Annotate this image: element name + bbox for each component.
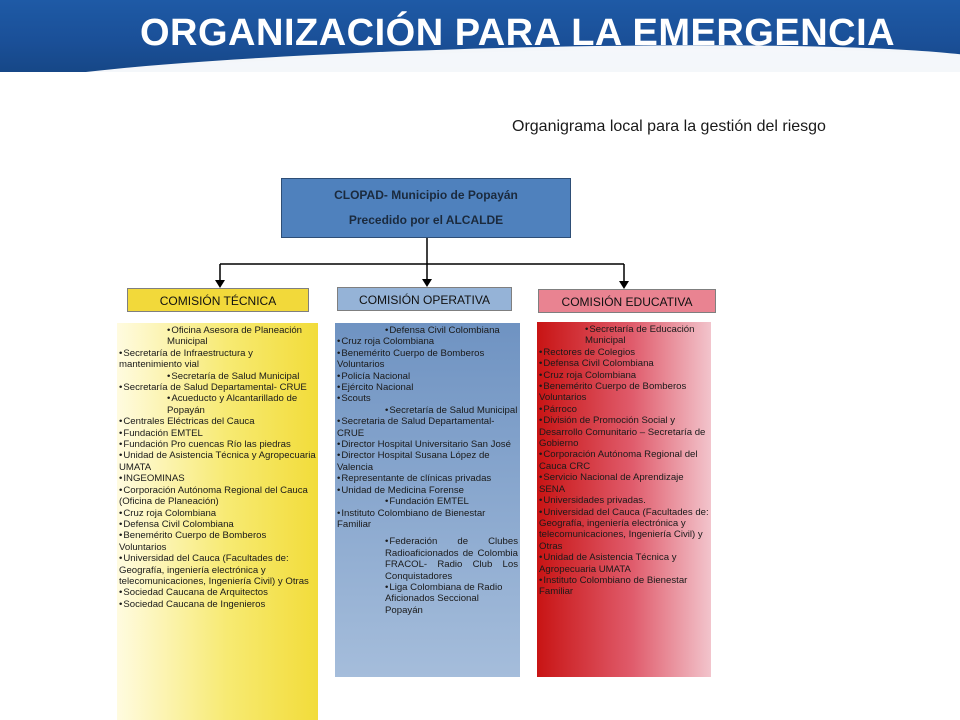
diagram-subtitle: Organigrama local para la gestión del ri… [512,118,826,135]
list-item: Secretaria de Salud Departamental- CRUE [337,416,518,439]
arrow-operativa [422,279,432,287]
operativa-list: Defensa Civil Colombiana Cruz roja Colom… [335,323,520,677]
list-item: Universidad del Cauca (Facultades de: Ge… [539,507,709,553]
comision-educativa-box: COMISIÓN EDUCATIVA [538,289,716,313]
list-item: Sociedad Caucana de Ingenieros [119,599,316,610]
list-item: Acueducto y Alcantarillado de Popayán [119,393,316,416]
comision-tecnica-box: COMISIÓN TÉCNICA [127,288,309,312]
header-banner: ORGANIZACIÓN PARA LA EMERGENCIA [0,0,960,72]
list-item: Secretaría de Salud Municipal [119,371,316,382]
list-item: Policía Nacional [337,371,518,382]
list-item: Instituto Colombiano de Bienestar Famili… [337,508,518,531]
list-item: INGEOMINAS [119,473,316,484]
list-item: Defensa Civil Colombiana [539,358,709,369]
tecnica-list: Oficina Asesora de Planeación Municipal … [117,323,318,720]
list-item: Corporación Autónoma Regional del Cauca … [539,449,709,472]
list-item: Fundación EMTEL [337,496,518,507]
educativa-list: Secretaría de Educación Municipal Rector… [537,322,711,677]
list-item: Cruz roja Colombiana [337,336,518,347]
list-item: Secretaría de Educación Municipal [539,324,709,347]
list-item: Secretaría de Salud Municipal [337,405,518,416]
list-item: Benemérito Cuerpo de Bomberos Voluntario… [539,381,709,404]
clopad-box: CLOPAD- Municipio de Popayán Precedido p… [281,178,571,238]
list-item: Scouts [337,393,518,404]
list-item: Unidad de Asistencia Técnica y Agropecua… [119,450,316,473]
list-item: Fundación Pro cuencas Río las piedras [119,439,316,450]
list-item: Federación de Clubes Radioaficionados de… [337,536,518,582]
list-item: Secretaría de Infraestructura y mantenim… [119,348,316,371]
comision-operativa-box: COMISIÓN OPERATIVA [337,287,512,311]
list-item: Sociedad Caucana de Arquitectos [119,587,316,598]
list-item: Cruz roja Colombiana [119,508,316,519]
arrow-educativa [619,281,629,289]
list-item: Director Hospital Susana López de Valenc… [337,450,518,473]
list-item: Instituto Colombiano de Bienestar Famili… [539,575,709,598]
list-item: Corporación Autónoma Regional del Cauca … [119,485,316,508]
list-item: Oficina Asesora de Planeación Municipal [119,325,316,348]
list-item: Unidad de Asistencia Técnica y Agropecua… [539,552,709,575]
clopad-title: CLOPAD- Municipio de Popayán [334,188,518,202]
list-item: Servicio Nacional de Aprendizaje SENA [539,472,709,495]
list-item: Representante de clínicas privadas [337,473,518,484]
list-item: Defensa Civil Colombiana [119,519,316,530]
list-item: Unidad de Medicina Forense [337,485,518,496]
list-item: Benemérito Cuerpo de Bomberos Voluntario… [119,530,316,553]
list-item: Párroco [539,404,709,415]
list-item: Fundación EMTEL [119,428,316,439]
arrow-tecnica [215,280,225,288]
list-item: Secretaría de Salud Departamental- CRUE [119,382,316,393]
list-item: Rectores de Colegios [539,347,709,358]
page-title: ORGANIZACIÓN PARA LA EMERGENCIA [140,12,896,54]
clopad-subtitle: Precedido por el ALCALDE [348,213,504,227]
list-item: Defensa Civil Colombiana [337,325,518,336]
list-item: Liga Colombiana de Radio Aficionados Sec… [337,582,518,616]
list-item: Universidad del Cauca (Facultades de: Ge… [119,553,316,587]
list-item: Ejército Nacional [337,382,518,393]
list-item: División de Promoción Social y Desarroll… [539,415,709,449]
list-item: Centrales Eléctricas del Cauca [119,416,316,427]
list-item: Universidades privadas. [539,495,709,506]
list-item: Benemérito Cuerpo de Bomberos Voluntario… [337,348,518,371]
list-item: Director Hospital Universitario San José [337,439,518,450]
list-item: Cruz roja Colombiana [539,370,709,381]
